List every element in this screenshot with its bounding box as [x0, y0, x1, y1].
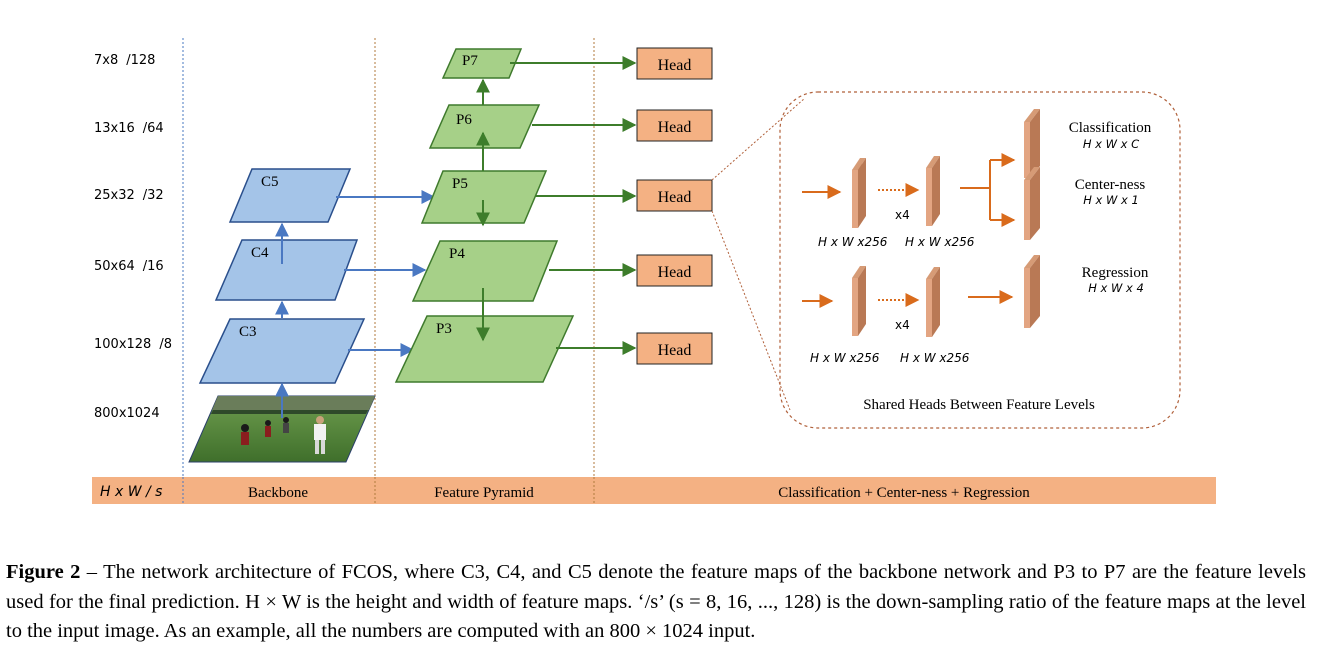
svg-text:Head: Head [658, 264, 692, 281]
svg-text:C3: C3 [239, 324, 257, 340]
feature-block [852, 158, 866, 228]
centerness-block [1024, 167, 1040, 240]
bottom-multiplier: x4 [895, 318, 910, 332]
scale-label-p7: 7x8/128 [94, 53, 155, 68]
input-image [188, 395, 376, 463]
feature-block [852, 266, 866, 336]
svg-text:P7: P7 [462, 53, 478, 69]
bar-heads-label: Classification + Center-ness + Regressio… [778, 485, 1030, 501]
svg-text:C4: C4 [251, 245, 269, 261]
scale-label-input: 800x1024 [94, 406, 160, 421]
head-box-p5: Head [636, 179, 713, 212]
feature-block [926, 267, 940, 337]
regression-label: Regression [1082, 265, 1149, 281]
shared-head-panel: x4 H x W x256 H x W x256 Classification … [779, 91, 1181, 429]
top-multiplier: x4 [895, 208, 910, 222]
centerness-label: Center-ness [1075, 177, 1146, 193]
regression-dim: H x W x 4 [1088, 281, 1144, 295]
bottom-right-dim: H x W x256 [900, 351, 970, 365]
scale-label-p6: 13x16/64 [94, 121, 164, 136]
svg-text:Head: Head [658, 57, 692, 74]
scale-label-p5: 25x32/32 [94, 188, 164, 203]
svg-text:P5: P5 [452, 176, 468, 192]
head-boxes: Head Head Head Head Head [636, 47, 713, 365]
pyramid-map-p4: P4 [411, 240, 559, 302]
svg-text:C5: C5 [261, 174, 279, 190]
backbone-maps: C5 C4 C3 [198, 168, 366, 384]
classification-block [1024, 109, 1040, 178]
backbone-map-c3: C3 [198, 318, 366, 384]
classification-dim: H x W x C [1083, 137, 1139, 151]
svg-text:Head: Head [658, 189, 692, 206]
classification-label: Classification [1069, 120, 1152, 136]
bar-hw-label: H x W / s [100, 484, 162, 500]
centerness-dim: H x W x 1 [1083, 193, 1139, 207]
feature-block [926, 156, 940, 226]
figure-caption: Figure 2 – The network architecture of F… [6, 558, 1306, 647]
bottom-bar: H x W / s Backbone Feature Pyramid Class… [92, 477, 1216, 504]
top-right-dim: H x W x256 [905, 235, 975, 249]
backbone-map-c5: C5 [228, 168, 352, 223]
svg-text:P6: P6 [456, 112, 472, 128]
zoom-lines [711, 97, 806, 411]
head-box-p7: Head [636, 47, 713, 80]
bottom-left-dim: H x W x256 [810, 351, 880, 365]
bar-pyramid-label: Feature Pyramid [434, 485, 534, 501]
head-box-p4: Head [636, 254, 713, 287]
head-box-p3: Head [636, 332, 713, 365]
svg-text:Head: Head [658, 342, 692, 359]
pyramid-map-p5: P5 [420, 170, 548, 224]
svg-text:P4: P4 [449, 246, 465, 262]
pyramid-map-p3: P3 [394, 315, 575, 383]
svg-text:P3: P3 [436, 321, 452, 337]
shared-heads-label: Shared Heads Between Feature Levels [863, 397, 1095, 413]
caption-text: – The network architecture of FCOS, wher… [6, 561, 1306, 642]
head-arrows [510, 56, 637, 355]
lateral-arrows [336, 190, 436, 357]
bar-backbone-label: Backbone [248, 485, 308, 501]
top-left-dim: H x W x256 [818, 235, 888, 249]
pyramid-map-p6: P6 [428, 104, 541, 149]
pyramid-map-p7: P7 [441, 48, 523, 79]
scale-label-p4: 50x64/16 [94, 259, 164, 274]
scale-label-p3: 100x128/8 [94, 337, 172, 352]
pyramid-maps: P7 P6 P5 P4 P3 [394, 48, 575, 383]
backbone-map-c4: C4 [214, 239, 359, 301]
head-box-p6: Head [636, 109, 713, 142]
caption-label: Figure 2 [6, 561, 81, 583]
svg-text:Head: Head [658, 119, 692, 136]
regression-block [1024, 255, 1040, 328]
